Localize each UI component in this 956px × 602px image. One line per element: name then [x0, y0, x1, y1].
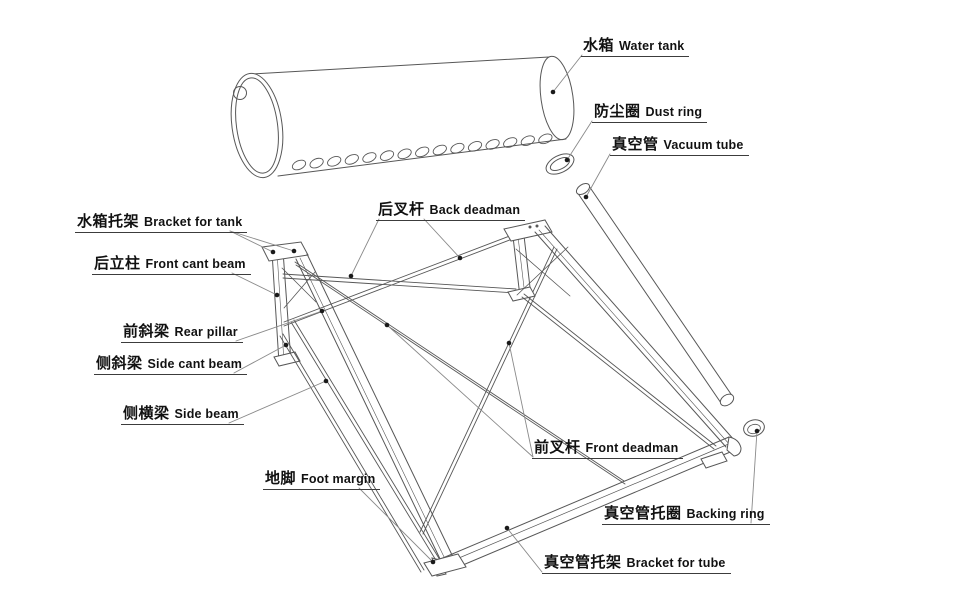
- label-front-cant-beam: 后立柱 Front cant beam: [92, 255, 251, 275]
- left-pillar-foot: [273, 351, 301, 367]
- tank-port-hole: [233, 86, 247, 100]
- label-side-beam: 侧横梁 Side beam: [121, 405, 244, 425]
- vacuum-tube-top-cap: [575, 182, 591, 196]
- leader-lines: [228, 54, 758, 573]
- label-foot-margin: 地脚 Foot margin: [263, 470, 381, 490]
- label-front-deadman-zh: 前叉杆: [534, 439, 581, 456]
- rail-right-cap: [726, 436, 742, 457]
- label-dust-ring-en: Dust ring: [645, 105, 703, 119]
- vacuum-tube: [575, 182, 735, 407]
- label-back-deadman-en: Back deadman: [429, 203, 521, 217]
- label-side-cant-beam-zh: 侧斜梁: [96, 355, 143, 372]
- label-bracket-for-tube-zh: 真空管托架: [544, 554, 622, 571]
- left-cant-beam: [295, 253, 454, 564]
- left-foot-pad: [423, 553, 467, 577]
- label-bracket-for-tube: 真空管托架 Bracket for tube: [542, 554, 731, 574]
- label-back-deadman-zh: 后叉杆: [378, 201, 425, 218]
- label-front-deadman-en: Front deadman: [585, 441, 679, 455]
- label-side-cant-beam: 侧斜梁 Side cant beam: [94, 355, 248, 375]
- backing-ring: [743, 419, 765, 437]
- label-side-cant-beam-en: Side cant beam: [147, 357, 243, 371]
- corner-braces: [281, 246, 571, 309]
- label-side-beam-en: Side beam: [174, 407, 239, 421]
- label-vacuum-tube: 真空管 Vacuum tube: [610, 136, 749, 156]
- right-cant-beam: [534, 225, 736, 448]
- label-rear-pillar-zh: 前斜梁: [123, 323, 170, 340]
- right-tank-bracket: [503, 219, 553, 242]
- label-backing-ring: 真空管托圈 Backing ring: [602, 505, 770, 525]
- label-water-tank-zh: 水箱: [583, 37, 615, 54]
- label-dots: [270, 89, 760, 565]
- label-backing-ring-en: Backing ring: [686, 507, 765, 521]
- vacuum-tube-bottom-dome: [719, 393, 735, 407]
- label-bracket-for-tank-zh: 水箱托架: [77, 213, 140, 230]
- label-vacuum-tube-zh: 真空管: [612, 136, 659, 153]
- label-rear-pillar-en: Rear pillar: [174, 325, 238, 339]
- tank-left-end-cap: [230, 72, 284, 179]
- label-bracket-for-tank: 水箱托架 Bracket for tank: [75, 213, 248, 233]
- label-bracket-for-tube-en: Bracket for tube: [626, 556, 726, 570]
- label-front-deadman: 前叉杆 Front deadman: [532, 439, 684, 459]
- dust-ring: [545, 153, 575, 175]
- right-foot-pad: [700, 451, 728, 469]
- label-front-cant-beam-zh: 后立柱: [94, 255, 141, 272]
- bottom-rail: [423, 436, 742, 577]
- left-tank-bracket: [261, 241, 309, 262]
- label-rear-pillar: 前斜梁 Rear pillar: [121, 323, 243, 343]
- label-foot-margin-zh: 地脚: [265, 470, 297, 487]
- label-dust-ring: 防尘圈 Dust ring: [592, 103, 708, 123]
- label-backing-ring-zh: 真空管托圈: [604, 505, 682, 522]
- label-back-deadman: 后叉杆 Back deadman: [376, 201, 526, 221]
- label-dust-ring-zh: 防尘圈: [594, 103, 641, 120]
- label-water-tank-en: Water tank: [619, 39, 685, 53]
- water-tank: [230, 55, 575, 179]
- label-vacuum-tube-en: Vacuum tube: [663, 138, 744, 152]
- label-water-tank: 水箱 Water tank: [581, 37, 690, 57]
- side-members: [279, 293, 717, 573]
- label-front-cant-beam-en: Front cant beam: [145, 257, 246, 271]
- label-side-beam-zh: 侧横梁: [123, 405, 170, 422]
- label-foot-margin-en: Foot margin: [301, 472, 376, 486]
- left-pillar: [261, 241, 309, 367]
- support-frame: [261, 219, 765, 577]
- label-bracket-for-tank-en: Bracket for tank: [144, 215, 243, 229]
- tank-tube-holes: [291, 133, 553, 171]
